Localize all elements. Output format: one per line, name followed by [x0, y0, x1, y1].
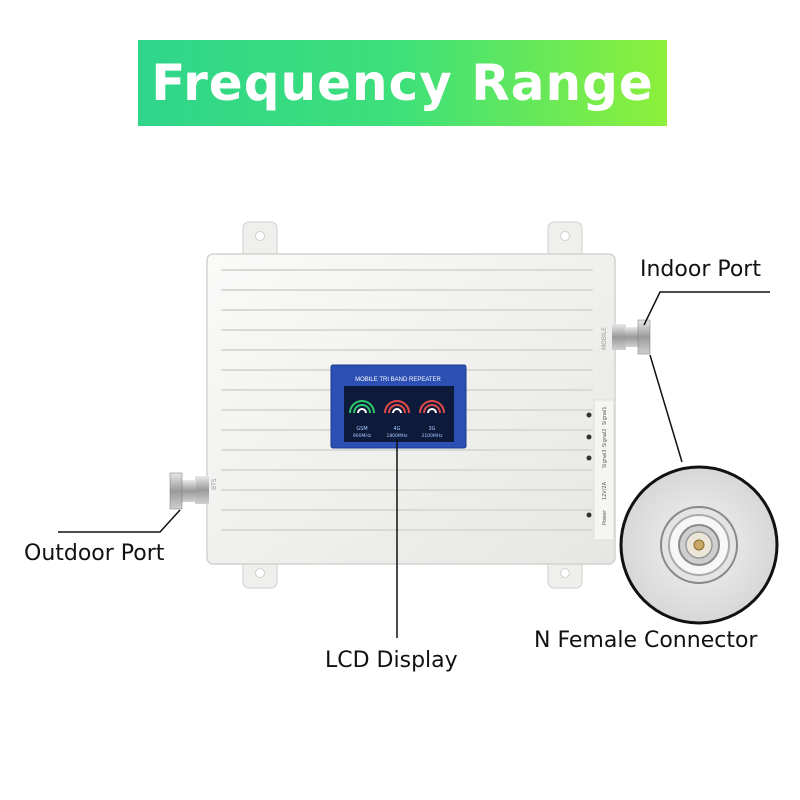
lcd-band-frequency: 2100MHz — [421, 433, 443, 439]
indicator-label: Signal2 — [602, 428, 608, 447]
indicator-label: Signal3 — [602, 449, 608, 468]
lcd-header: MOBILE TRI BAND REPEATER — [355, 377, 441, 383]
lcd-band-frequency: 900MHz — [353, 433, 372, 439]
lcd-band-name: GSM — [356, 426, 367, 432]
n-female-connector-label: N Female Connector — [534, 628, 758, 653]
n-female-connector-zoom — [619, 465, 779, 625]
lcd-band-name: 4G — [393, 426, 400, 432]
banner-title: Frequency Range — [151, 54, 654, 112]
lcd-display-label: LCD Display — [325, 648, 458, 673]
outdoor-connector — [169, 472, 209, 510]
indoor-port-label: Indoor Port — [640, 257, 761, 282]
indicator-label: Signal1 — [602, 406, 608, 425]
cooling-ribs — [221, 269, 593, 531]
outdoor-port-label: Outdoor Port — [24, 541, 165, 566]
power-rating-label: 12V/2A — [602, 481, 608, 500]
lcd-band-name: 3G — [428, 426, 435, 432]
title-banner: Frequency Range — [138, 40, 667, 126]
indicator-label: Power — [602, 509, 608, 525]
bts-port-text: BTS — [211, 478, 218, 490]
mobile-port-text: MOBILE — [601, 327, 608, 350]
pointer-lines — [58, 291, 770, 638]
lcd-band-frequency: 1800MHz — [386, 433, 408, 439]
indoor-connector — [612, 319, 651, 355]
indicator-led — [586, 455, 592, 461]
indicator-led — [586, 434, 592, 440]
indicator-led — [586, 512, 592, 518]
indicator-led — [586, 412, 592, 418]
